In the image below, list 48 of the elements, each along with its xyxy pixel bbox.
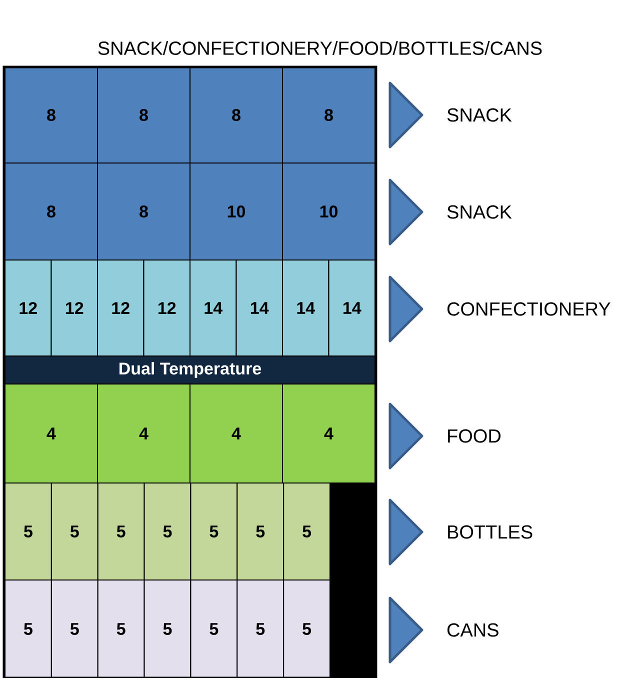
- slot-cell: 5: [190, 580, 238, 678]
- slot-cell: 8: [190, 66, 283, 164]
- slot-cell: 10: [282, 162, 376, 260]
- row-label: CANS: [447, 623, 498, 637]
- slot-cell: 14: [190, 260, 237, 356]
- row-label: BOTTLES: [448, 525, 532, 539]
- node-label: 5: [210, 623, 218, 635]
- row-label: FOOD: [448, 429, 500, 443]
- slot-cell: 8: [97, 66, 190, 164]
- slot-cell: 14: [282, 260, 330, 356]
- blank-slot: [330, 580, 376, 678]
- slot-cell: 12: [4, 260, 52, 356]
- slot-cell: 5: [236, 580, 284, 678]
- slot-cell: 12: [143, 260, 190, 356]
- slot-cell: 4: [190, 384, 283, 484]
- slot-cell: 14: [236, 260, 283, 356]
- slot-cell: 12: [97, 260, 144, 356]
- slot-cell: 12: [50, 260, 98, 356]
- slot-cell: 5: [144, 580, 192, 678]
- slot-cell: 4: [282, 384, 376, 484]
- row-label: SNACK: [447, 205, 512, 219]
- row-label: SNACK: [447, 108, 512, 122]
- slot-cell: 5: [283, 482, 330, 580]
- row-label: CONFECTIONERY: [447, 302, 610, 316]
- slot-cell: 5: [4, 580, 52, 678]
- blank-slot: [330, 482, 376, 580]
- slot-cell: 8: [282, 66, 376, 164]
- slot-cell: 5: [236, 482, 284, 580]
- node-label: 5: [116, 623, 126, 635]
- slot-cell: 5: [144, 482, 192, 580]
- slot-cell: 5: [190, 482, 238, 580]
- slot-cell: 5: [97, 482, 145, 580]
- node-label: 5: [70, 623, 79, 635]
- slot-cell: 10: [190, 162, 283, 260]
- heading: SNACK/CONFECTIONERY/FOOD/BOTTLES/CANS: [98, 41, 542, 55]
- node-label: 5: [256, 623, 265, 635]
- slot-cell: 4: [97, 384, 190, 484]
- slot-cell: 8: [4, 66, 98, 164]
- slot-cell: 8: [97, 162, 190, 260]
- temperature-band: Dual Temperature: [4, 356, 376, 384]
- slot-cell: 14: [328, 260, 376, 356]
- slot-cell: 5: [4, 482, 52, 580]
- slot-cell: 4: [4, 384, 98, 484]
- slot-cell: 5: [50, 482, 98, 580]
- slot-cell: 5: [283, 580, 330, 678]
- slot-cell: 5: [97, 580, 145, 678]
- slot-cell: 8: [4, 162, 98, 260]
- slot-cell: 5: [50, 580, 98, 678]
